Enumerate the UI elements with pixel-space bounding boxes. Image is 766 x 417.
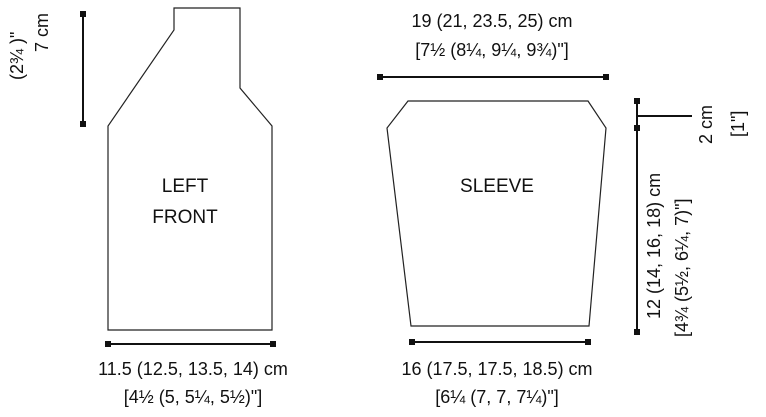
sleeve-bottom-cm: 16 (17.5, 17.5, 18.5) cm bbox=[401, 359, 593, 379]
left-front-width-tick-right bbox=[270, 341, 276, 347]
sleeve-label: SLEEVE bbox=[460, 176, 534, 197]
sleeve-bottom-tick-right bbox=[585, 339, 591, 345]
neck-measure-tick-bottom bbox=[80, 121, 86, 127]
left-front-label-line1: LEFT bbox=[161, 176, 209, 197]
sleeve-bottom-inch: [6¼ (7, 7, 7¼)"] bbox=[435, 387, 559, 407]
sleeve-top-tick-left bbox=[377, 74, 383, 80]
sleeve-cap-tick-bottom bbox=[634, 125, 640, 131]
left-front-label-line2: FRONT bbox=[152, 207, 218, 228]
left-front-outline bbox=[107, 7, 273, 331]
left-front-width-inch: [4½ (5, 5¼, 5½)"] bbox=[123, 387, 263, 407]
neck-measure-inch: (2¾ )" bbox=[7, 31, 27, 80]
sleeve-top-inch: [7½ (8¼, 9¼, 9¾)"] bbox=[415, 40, 569, 60]
sleeve-bottom-tick-left bbox=[409, 339, 415, 345]
left-front-width-tick-left bbox=[105, 341, 111, 347]
sleeve-cap-tick-top bbox=[634, 98, 640, 104]
sleeve-cap-inch: [1"] bbox=[728, 110, 748, 137]
sleeve-outline bbox=[386, 100, 607, 327]
left-front-width-cm: 11.5 (12.5, 13.5, 14) cm bbox=[98, 359, 288, 379]
neck-measure-tick-top bbox=[80, 11, 86, 17]
sleeve-length-inch: [4¾ (5½, 6¼, 7)"] bbox=[672, 198, 692, 337]
sleeve-length-cm: 12 (14, 16, 18) cm bbox=[644, 172, 664, 319]
neck-measure-cm: 7 cm bbox=[32, 12, 52, 52]
sleeve-length-tick-bottom bbox=[634, 329, 640, 335]
sleeve-top-cm: 19 (21, 23.5, 25) cm bbox=[411, 11, 573, 31]
sleeve-cap-cm: 2 cm bbox=[696, 104, 716, 144]
sleeve-top-tick-right bbox=[603, 74, 609, 80]
